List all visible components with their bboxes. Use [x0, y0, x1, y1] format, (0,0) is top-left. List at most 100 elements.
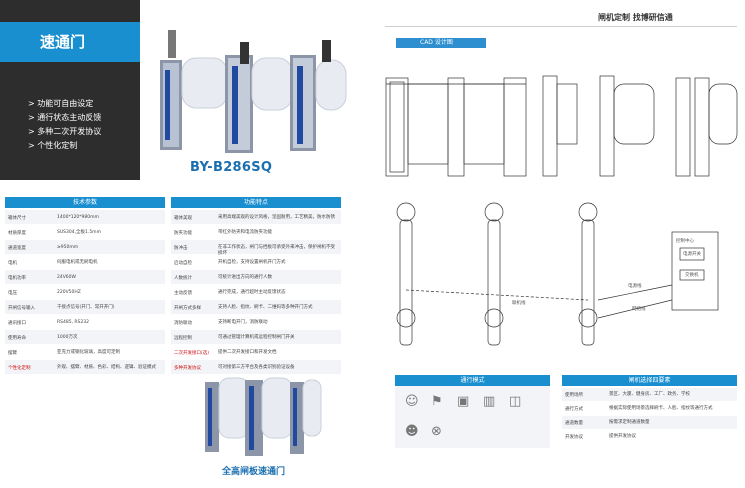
row-label: 通道宽度 [8, 245, 26, 251]
specs-heading: 技术参数 [5, 197, 165, 208]
table-row [171, 210, 341, 224]
row-value: 1000万次 [57, 334, 78, 340]
feature-item: > 个性化定制 [28, 141, 78, 150]
row-label: 电压 [8, 290, 17, 296]
row-value: 根据实际使用场景选择刷卡、人脸、指纹等通行方式 [609, 406, 713, 411]
table-row [562, 430, 737, 443]
row-label: 开发协议 [565, 435, 583, 440]
row-value: 外观、摆臂、材质、色彩、结构、逻辑、验证模式 [57, 364, 156, 370]
table-row [5, 285, 165, 299]
row-label: 使用场所 [565, 393, 583, 398]
table-row [5, 240, 165, 254]
row-label: 材质厚度 [8, 230, 26, 236]
table-row [171, 345, 341, 359]
table-row [5, 225, 165, 239]
cad-side-view-1 [542, 75, 655, 177]
cad-label: CAD 设计图 [396, 38, 486, 48]
functions-heading: 功能特点 [171, 197, 341, 208]
row-label: 个性化定制 [8, 365, 31, 371]
row-label: 通道数量 [565, 421, 583, 426]
table-row [562, 402, 737, 415]
bag-icon: ◫ [509, 394, 522, 409]
gate-main-image [160, 30, 347, 153]
scenes-heading: 闸机选择四要素 [562, 375, 737, 386]
table-row [171, 330, 341, 344]
model-number: BY-B286SQ [190, 160, 273, 175]
row-value: 采用高端美观的设计风格，坚固耐用，工艺精美，防水防锈 [218, 214, 335, 220]
bicycle-icon: ⊗ [431, 424, 442, 439]
table-row [171, 300, 341, 314]
child-icon: ☻ [405, 424, 419, 439]
row-label: 启动自检 [174, 260, 192, 266]
row-value: RS485, RS232 [57, 319, 90, 325]
table-row [5, 330, 165, 344]
cad-front-view [385, 77, 527, 177]
row-value: 干接点信号(开门、常开开门) [57, 304, 115, 310]
slogan: 闸机定制 找博研信通 [598, 13, 673, 22]
row-value: 支持断电开门，消防联动 [218, 319, 268, 325]
row-label: 消防联动 [174, 320, 192, 326]
table-row [171, 285, 341, 299]
feature-item: > 通行状态主动反馈 [28, 113, 102, 122]
bottom-caption: 全高闸板速通门 [222, 467, 286, 477]
table-row [5, 315, 165, 329]
row-label: 人数统计 [174, 275, 192, 281]
row-value: 景区、大厦、健身房、工厂、政务、学校 [609, 392, 690, 397]
row-value: 可统计进出方向的通行人数 [218, 274, 272, 280]
table-row [171, 360, 341, 374]
table-row [171, 255, 341, 269]
row-label: 通行方式 [565, 407, 583, 412]
row-label: 远程控制 [174, 335, 192, 341]
row-label: 电机 [8, 260, 17, 266]
run-icon: ⚑ [431, 394, 443, 409]
power-line-label: 电源线 [628, 284, 642, 289]
row-value: 通行完成，通行超时主动反馈状态 [218, 289, 286, 295]
page-title: 速通门 [0, 22, 140, 62]
row-value: ≥950mm [57, 244, 79, 250]
luggage-icon: ▣ [457, 394, 470, 409]
table-row [5, 270, 165, 284]
table-row [171, 240, 341, 254]
cad-side-view-2 [675, 77, 738, 177]
row-value: 伺服电机或无刷电机 [57, 259, 98, 265]
row-value: 提供二次开发接口和开发文档 [218, 349, 277, 355]
row-value: 24V60W [57, 274, 76, 280]
control-center-label: 控制中心 [676, 239, 694, 244]
row-value: 可通过管理计算机或远程控制闸门开关 [218, 334, 295, 340]
table-row [5, 210, 165, 224]
row-value: 220V50HZ [57, 289, 81, 295]
row-value: 按需求定制通道数量 [609, 420, 650, 425]
row-label: 开闸信号输入 [8, 305, 35, 311]
row-value: 开机自检，支持设置闸机开门方式 [218, 259, 286, 265]
row-value: 在非工作状态，闸门与挡板可承受外来冲击，保护闸机不受损坏 [218, 244, 335, 256]
row-value: 亚克力或钢化玻璃，高度可定制 [57, 349, 120, 355]
row-label: 主动反馈 [174, 290, 192, 296]
network-line-label: 网络线 [632, 307, 646, 312]
row-label: 电机功率 [8, 275, 26, 281]
row-label: 多种开发协议 [174, 365, 201, 371]
table-row [171, 225, 341, 239]
row-label: 箱体美观 [174, 215, 192, 221]
row-label: 二次开发接口(选) [174, 350, 210, 356]
row-label: 通讯接口 [8, 320, 26, 326]
row-value: 提供开发协议 [609, 434, 636, 439]
table-row [5, 345, 165, 359]
row-value: 可对接第三方平台及各类识别验证设备 [218, 364, 295, 370]
gate-bottom-image [205, 377, 322, 456]
row-label: 摆臂 [8, 350, 17, 356]
row-value: 带红外防夹和电流防夹功能 [218, 229, 272, 235]
table-row [171, 315, 341, 329]
row-value: 支持人脸、指纹、刷卡、二维码等多种开门方式 [218, 304, 313, 310]
switch-label: 交换机 [685, 273, 699, 278]
link-line-label: 联机线 [512, 301, 526, 306]
row-label: 防冲击 [174, 245, 188, 251]
table-row [5, 300, 165, 314]
row-label: 开闸方式多样 [174, 305, 201, 311]
table-row [5, 255, 165, 269]
person-icon: ☺ [405, 394, 419, 409]
table-row [5, 360, 165, 374]
feature-item: > 多种二次开发协议 [28, 127, 102, 136]
header-divider [385, 26, 737, 27]
passage-heading: 通行模式 [395, 375, 550, 386]
